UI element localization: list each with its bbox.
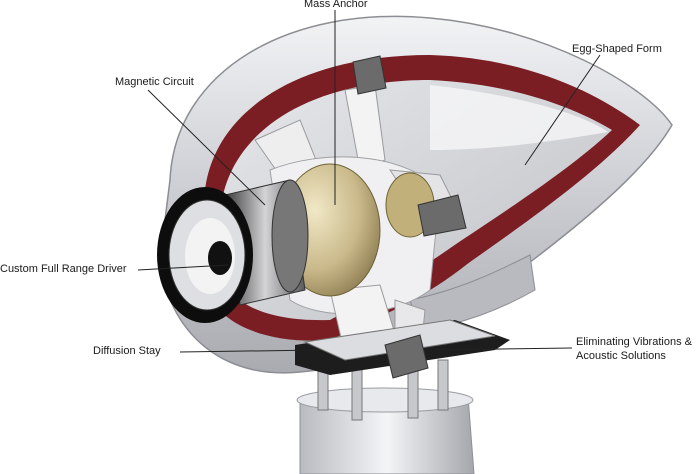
label-egg-shaped-form: Egg-Shaped Form (572, 43, 662, 55)
label-magnetic-circuit: Magnetic Circuit (115, 76, 194, 88)
label-mass-anchor: Mass Anchor (304, 0, 368, 10)
leader-lines (137, 10, 601, 353)
label-diffusion-stay: Diffusion Stay (93, 345, 161, 357)
label-eliminating-vibrations: Eliminating Vibrations & (576, 336, 692, 348)
damper-pads (352, 55, 467, 379)
magnetic-circuit (224, 179, 309, 306)
speaker-stand (296, 359, 475, 474)
full-range-driver (157, 187, 253, 323)
label-custom-full-range-driver: Custom Full Range Driver (0, 263, 127, 275)
label-acoustic-solutions: Acoustic Solutions (576, 350, 666, 362)
